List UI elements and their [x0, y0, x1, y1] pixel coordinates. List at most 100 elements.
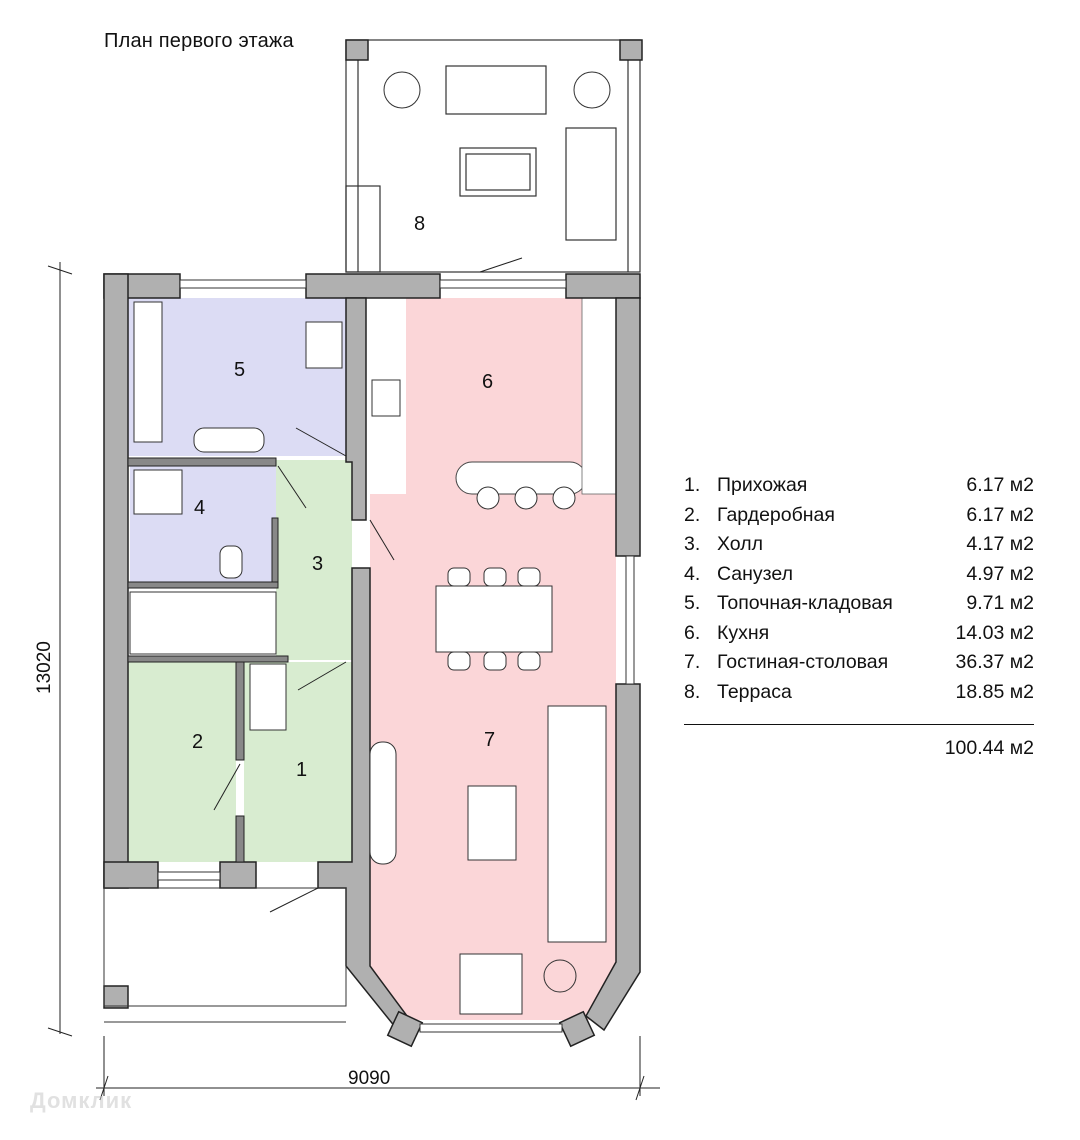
legend-room-area: 14.03 м2 — [955, 621, 1034, 644]
legend-room-area: 18.85 м2 — [955, 680, 1034, 703]
legend-room-area: 4.97 м2 — [966, 562, 1034, 585]
chair — [517, 567, 541, 587]
partition-4-right — [271, 517, 279, 589]
partition-2-right — [235, 661, 245, 761]
dim-vertical-tick — [47, 1027, 73, 1037]
legend-room-area: 4.17 м2 — [966, 533, 1034, 555]
room-number-7: 7 — [484, 729, 495, 751]
width-dimension-label: 9090 — [348, 1068, 390, 1089]
armchair — [459, 953, 523, 1015]
fireplace — [369, 741, 397, 865]
terrace-post-right — [619, 39, 643, 61]
door-swing — [295, 427, 347, 457]
watermark: Домклик — [30, 1088, 133, 1113]
legend-room-name: Кухня — [717, 621, 770, 644]
legend-room-name: Холл — [717, 533, 763, 555]
legend-room-area: 36.37 м2 — [955, 651, 1034, 673]
sofa — [547, 705, 607, 943]
legend-room-name: Терраса — [717, 680, 792, 703]
plant-icon — [383, 71, 421, 109]
door-swing — [277, 465, 307, 509]
door-swing — [269, 887, 319, 913]
legend-room-name: Топочная-кладовая — [717, 592, 893, 614]
wall-bottom-left — [103, 861, 159, 889]
legend-room-area: 6.17 м2 — [966, 503, 1034, 526]
partition-4-top — [127, 457, 277, 467]
legend-number: 2. — [684, 503, 701, 526]
terrace-sofa-side — [565, 127, 617, 241]
walls — [103, 273, 641, 1048]
wall-bottom-mid — [219, 861, 257, 889]
door-swing — [297, 661, 347, 691]
room-3-fill — [276, 460, 352, 660]
chair — [514, 486, 538, 510]
terrace-posts — [345, 39, 643, 61]
room-legend: 1. Прихожая 6.17 м2 2. Гардеробная 6.17 … — [684, 474, 1034, 760]
shoe-rack — [249, 663, 287, 731]
legend-row: 4. Санузел 4.97 м2 — [684, 563, 1034, 593]
terrace-outline — [345, 39, 641, 273]
door-swing — [369, 519, 395, 561]
plant-icon — [543, 959, 577, 993]
room-numbers: 5 4 3 2 1 6 7 8 — [192, 213, 495, 781]
legend-room-name: Прихожая — [717, 474, 808, 496]
partition-2-right-low — [235, 815, 245, 863]
chair — [447, 567, 471, 587]
legend-number: 3. — [684, 533, 701, 555]
shower — [133, 469, 183, 515]
terrace-entry-steps — [345, 185, 381, 273]
chair — [483, 651, 507, 671]
dim-vertical-tick — [47, 265, 73, 275]
legend-number: 6. — [684, 621, 701, 644]
wall-inner-vertical — [345, 297, 367, 521]
chairs — [447, 486, 576, 671]
door-swing — [213, 763, 241, 811]
room-number-4: 4 — [194, 497, 205, 519]
wall-top-mid — [305, 273, 441, 299]
room-number-2: 2 — [192, 731, 203, 753]
kitchen-right-counter — [581, 297, 617, 495]
sink-counter — [305, 321, 343, 369]
stairs — [129, 591, 277, 655]
legend-row: 3. Холл 4.17 м2 — [684, 533, 1034, 563]
dining-table — [435, 585, 553, 653]
window — [157, 871, 221, 881]
plant-icon — [573, 71, 611, 109]
legend-room-area: 9.71 м2 — [966, 592, 1034, 614]
legend-row: 5. Топочная-кладовая 9.71 м2 — [684, 592, 1034, 622]
door-swings — [213, 257, 523, 913]
terrace-post-left — [345, 39, 369, 61]
room-number-3: 3 — [312, 553, 323, 575]
chair — [476, 486, 500, 510]
legend-row: 7. Гостиная-столовая 36.37 м2 — [684, 651, 1034, 681]
stairs-and-porch — [103, 591, 347, 1023]
wall-right-lower — [585, 683, 641, 1032]
legend-number: 7. — [684, 651, 701, 673]
window — [179, 279, 307, 289]
window — [419, 1023, 563, 1033]
chair — [483, 567, 507, 587]
entry-post — [103, 985, 129, 1009]
door-swing — [479, 257, 523, 273]
terrace-sofa-top — [445, 65, 547, 115]
legend-number: 4. — [684, 562, 701, 585]
bathtub — [193, 427, 265, 453]
window — [625, 555, 635, 685]
toilet — [219, 545, 243, 579]
legend-room-name: Гостиная-столовая — [717, 651, 889, 673]
wall-bottom-left-post — [386, 1010, 424, 1048]
windows — [157, 279, 635, 1033]
legend-row: 1. Прихожая 6.17 м2 — [684, 474, 1034, 504]
legend-row: 6. Кухня 14.03 м2 — [684, 622, 1034, 652]
terrace — [345, 39, 641, 273]
furniture — [133, 301, 607, 1015]
chair — [447, 651, 471, 671]
legend-room-area: 6.17 м2 — [966, 474, 1034, 496]
plan-title: План первого этажа — [104, 30, 294, 52]
room-number-8: 8 — [414, 213, 425, 235]
window — [439, 279, 567, 289]
porch — [103, 887, 347, 1007]
legend-number: 5. — [684, 592, 701, 614]
room-number-5: 5 — [234, 359, 245, 381]
